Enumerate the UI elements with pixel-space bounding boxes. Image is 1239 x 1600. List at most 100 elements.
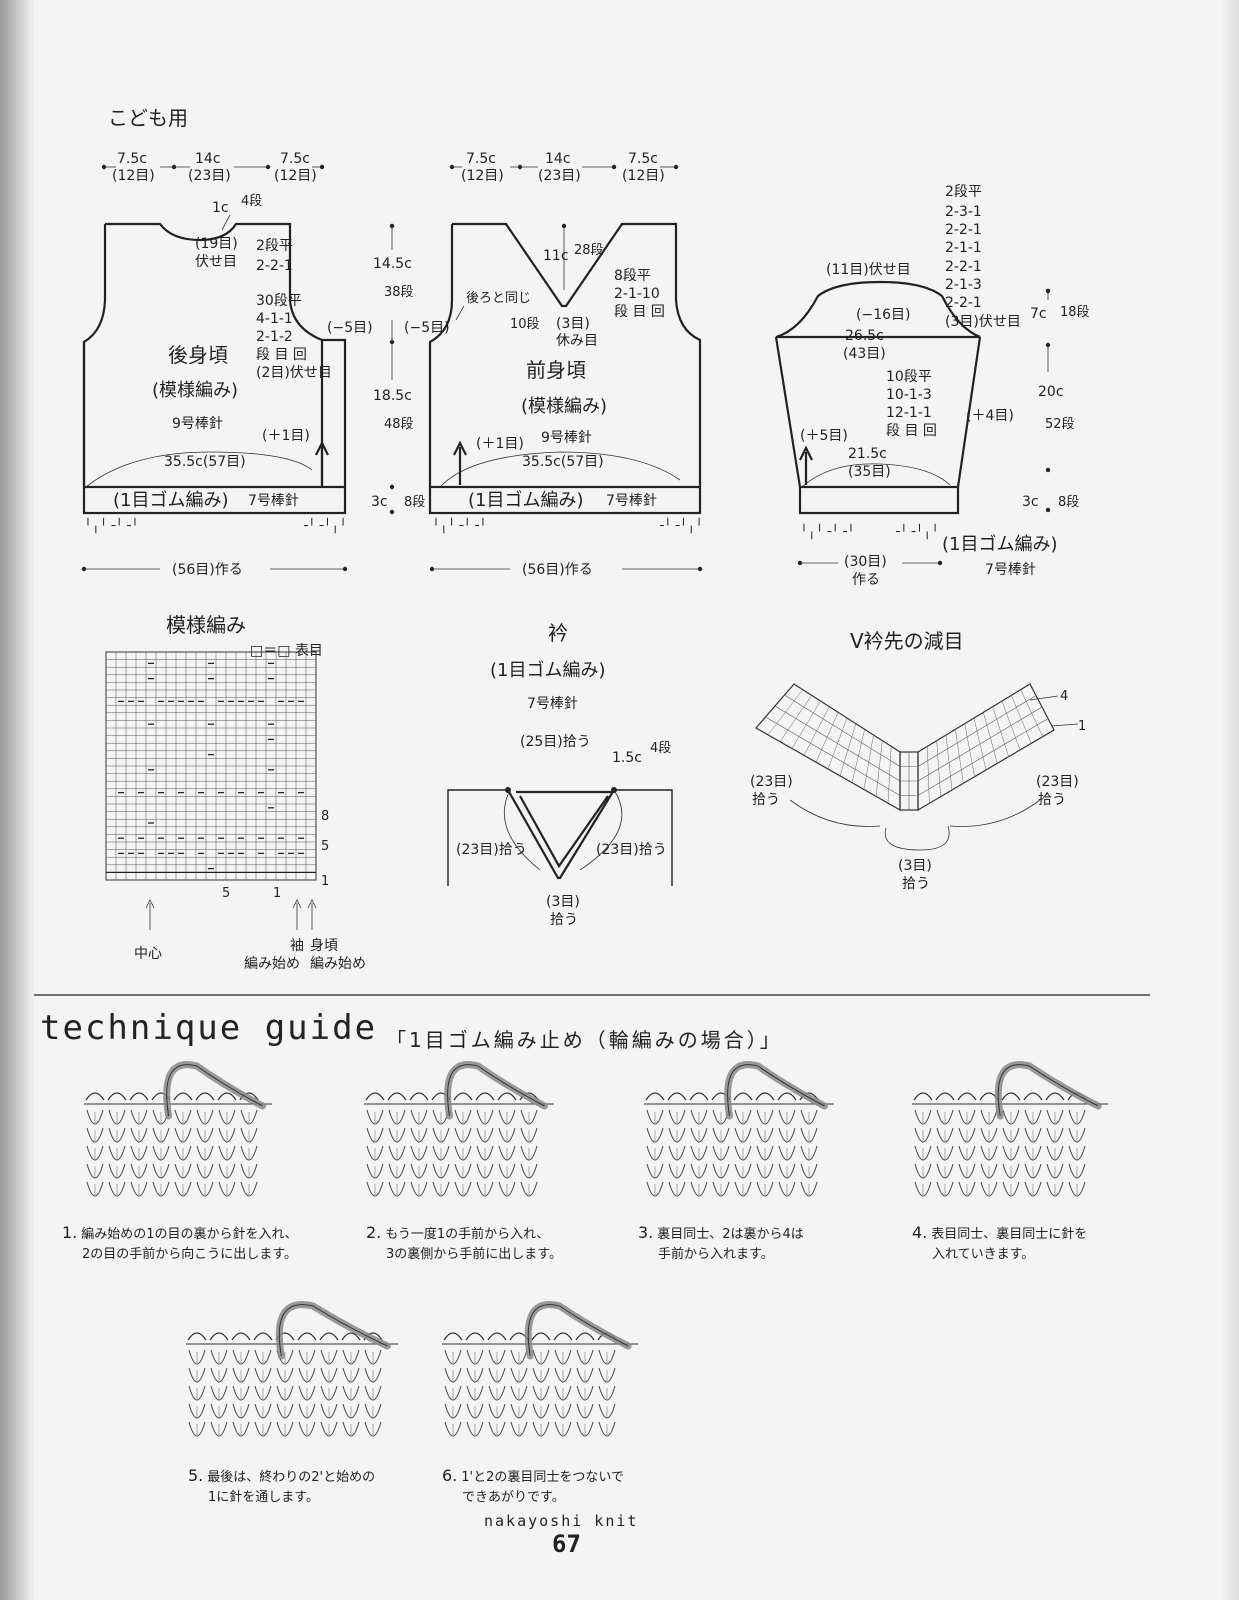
knit-stitch [388,1145,406,1161]
knit-stitch [432,1163,450,1179]
chart-col-1: 1 [273,886,281,901]
knit-stitch [690,1109,708,1125]
vneck-center-label: 拾う [902,876,930,892]
knit-stitch [218,1163,236,1179]
knit-stitch [444,1403,462,1419]
knit-stitch [364,1403,382,1419]
knit-stitch [734,1127,752,1143]
knit-stitch [174,1109,192,1125]
knit-stitch [668,1127,686,1143]
swatch-4 [912,1061,1108,1197]
knit-stitch [218,1145,236,1161]
knit-stitch [388,1109,406,1125]
live-stitch-loop [645,1092,665,1101]
knit-stitch [712,1163,730,1179]
vneck-col-line [992,706,1009,757]
knit-stitch [476,1127,494,1143]
step-6-caption: 6.1'と2の裏目同士をつないでできあがりです。 [442,1466,624,1505]
back-rib-needle: 7号棒針 [248,493,299,509]
yarn-outline [447,1064,545,1117]
knit-stitch [174,1181,192,1197]
knit-stitch [598,1403,616,1419]
sleeve-cap-4: 2-1-1 [945,240,982,256]
knit-stitch [466,1421,484,1437]
knit-stitch [690,1145,708,1161]
sleeve-ribbing: (1目ゴム編み) [942,534,1058,555]
knit-stitch [554,1385,572,1401]
knit-stitch [1046,1109,1064,1125]
sleeve-cap-1: 2段平 [945,184,982,200]
live-stitch-loop [453,1092,473,1101]
knit-stitch [240,1181,258,1197]
back-arm-shaping-1: 30段平 [256,293,302,309]
vneck-col-line [983,712,998,764]
knit-stitch [196,1109,214,1125]
back-ribbing: (1目ゴム編み) [113,490,229,511]
knit-stitch [240,1145,258,1161]
knit-stitch [432,1127,450,1143]
collar-needle: 7号棒針 [527,696,578,712]
knit-stitch [410,1181,428,1197]
knit-stitch [914,1163,932,1179]
knit-stitch [756,1145,774,1161]
knit-stitch [488,1403,506,1419]
live-stitch-loop [553,1332,573,1341]
knit-stitch [1002,1127,1020,1143]
knit-stitch [232,1403,250,1419]
knit-stitch [510,1385,528,1401]
vneck-col-line [1011,695,1032,744]
sleeve-cast-on-count: (30目) [844,554,887,570]
stitch-chart: 模様編み □＝□ 表目 8 5 1 5 1 中心 袖 編み始め 身頃 編み始め [105,613,366,972]
live-stitch-loop [107,1092,127,1101]
knit-stitch [936,1109,954,1125]
knit-stitch [554,1367,572,1383]
vneck-col-line [875,740,883,797]
knit-stitch [210,1403,228,1419]
sleeve-inc-plus: (＋5目) [800,428,848,444]
knit-stitch [196,1163,214,1179]
front-top-stitch-3: (12目) [622,168,665,184]
front-v-rows: 28段 [574,243,604,258]
knit-stitch [240,1127,258,1143]
vneck-col-line [973,717,987,771]
vneck-center-count: (3目) [898,858,932,874]
knit-stitch [196,1181,214,1197]
back-top-width-2: 14c [195,151,221,167]
knit-stitch [454,1181,472,1197]
knit-stitch [108,1127,126,1143]
live-stitch-loop [475,1092,495,1101]
knit-stitch [218,1109,236,1125]
knit-stitch [108,1163,126,1179]
sleeve-lower-stitches: (35目) [848,464,891,480]
sleeve-upper-stitches: (43目) [843,346,886,362]
knit-stitch [756,1109,774,1125]
front-same-as-back: 後ろと同じ [466,291,531,306]
knit-stitch [254,1385,272,1401]
vneck-col-line [803,706,830,756]
sleeve-length: 20c [1038,384,1064,400]
knit-stitch [476,1109,494,1125]
knit-stitch [532,1385,550,1401]
front-armhole-dec: (−5目) [404,320,450,336]
sleeve-outline [774,280,982,488]
back-arm-shaping-5: (2目)伏せ目 [256,365,332,381]
sleeve-length-rows: 52段 [1045,417,1075,432]
vneck-col-line [767,689,804,735]
front-center-hold-label: 休み目 [556,333,598,349]
knit-stitch [466,1349,484,1365]
knit-stitch [476,1163,494,1179]
vneck-col-line [863,734,874,790]
sleeve-top-bind: (11目)伏せ目 [826,262,911,278]
knit-stitch [276,1385,294,1401]
knit-stitch [510,1421,528,1437]
chart-body-start-2: 編み始め [310,956,366,972]
knit-stitch [936,1145,954,1161]
knit-stitch [152,1163,170,1179]
knit-stitch [410,1109,428,1125]
knit-stitch [454,1163,472,1179]
knit-stitch [342,1421,360,1437]
live-stitch-loop [575,1332,595,1341]
knit-stitch [152,1181,170,1197]
knit-stitch [1068,1109,1086,1125]
vneck-col-line [945,734,953,791]
